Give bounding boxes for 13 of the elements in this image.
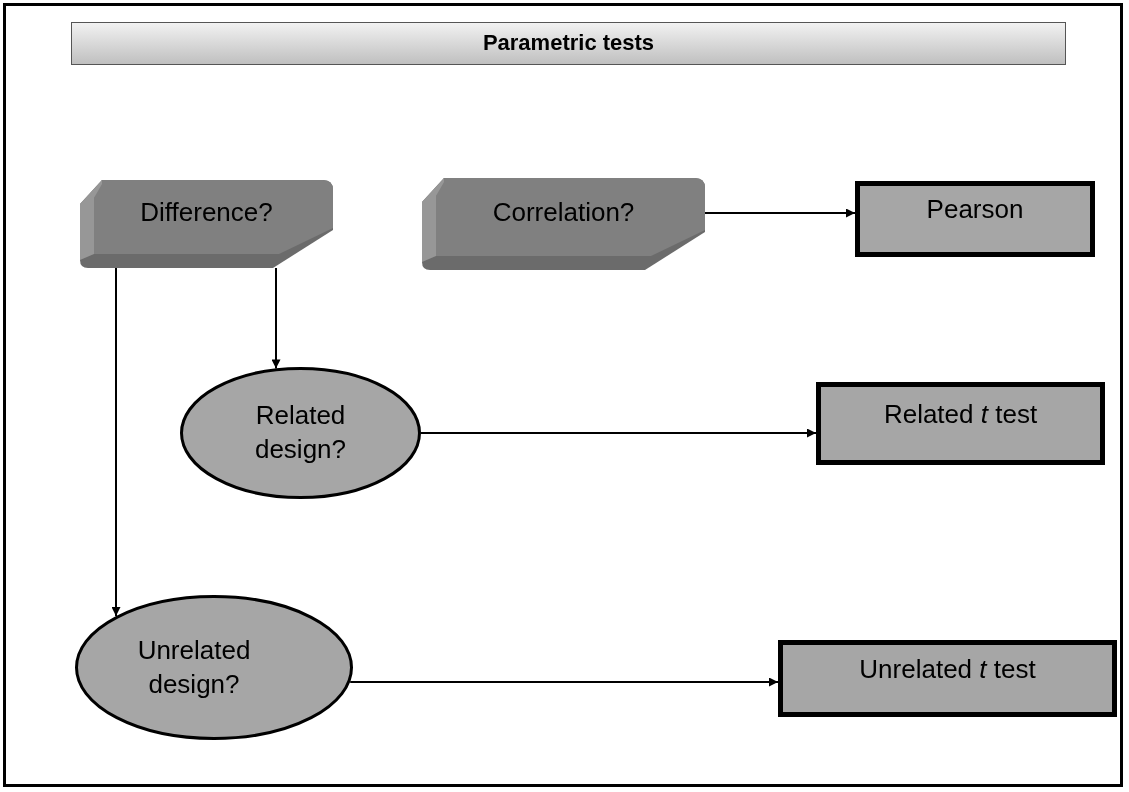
arrow <box>420 428 817 438</box>
node-label: Related t test <box>883 397 1038 431</box>
node-label: Unrelated design? <box>136 633 252 701</box>
node-label: Parametric tests <box>482 29 655 58</box>
node-label: Related design? <box>253 399 348 466</box>
node-label: Pearson <box>926 193 1024 227</box>
arrow <box>271 267 281 370</box>
arrow <box>349 677 779 687</box>
node-label: Unrelated t test <box>859 652 1036 686</box>
node-label: Difference? <box>140 196 273 230</box>
arrow <box>111 267 121 618</box>
arrow <box>704 208 856 218</box>
node-label: Correlation? <box>492 196 635 230</box>
